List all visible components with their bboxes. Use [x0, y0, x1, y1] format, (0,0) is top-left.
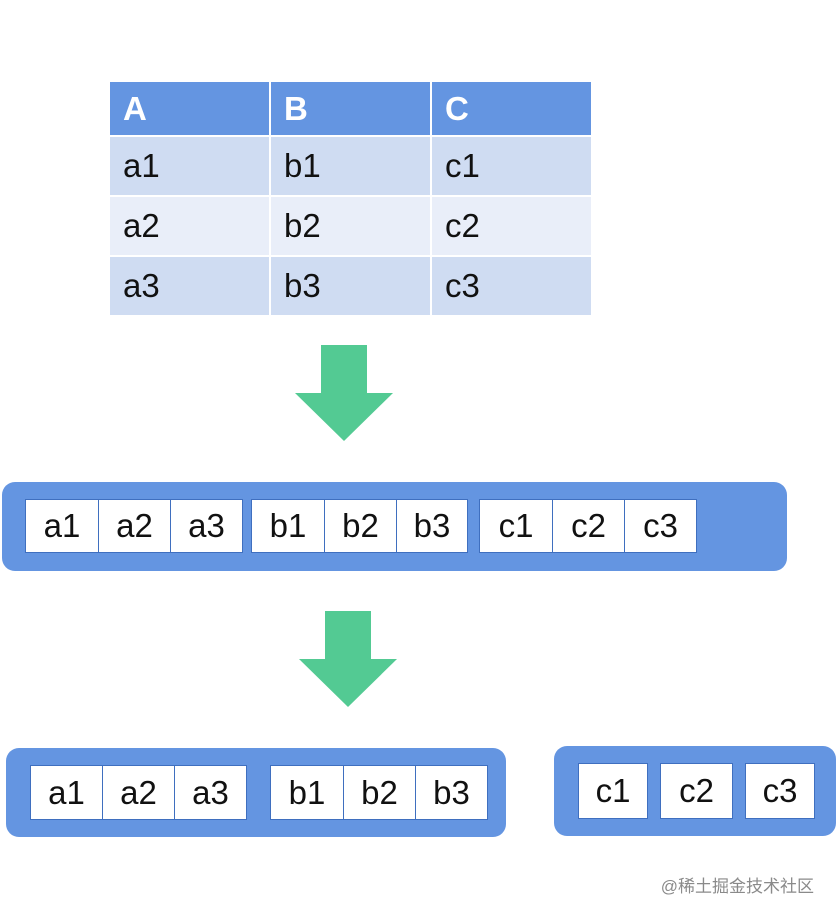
- value-cell: c1: [479, 499, 553, 553]
- table-cell: b1: [271, 137, 432, 197]
- table-cell: b2: [271, 197, 432, 257]
- value-cell: c2: [660, 763, 733, 819]
- value-cell: c2: [552, 499, 625, 553]
- value-cell: b1: [251, 499, 325, 553]
- value-cell: a1: [30, 765, 103, 820]
- table-header-cell: C: [432, 82, 593, 137]
- value-cell: b3: [415, 765, 488, 820]
- value-cell: c3: [624, 499, 697, 553]
- table-cell: b3: [271, 257, 432, 317]
- value-cell: a3: [174, 765, 247, 820]
- value-cell: c3: [745, 763, 815, 819]
- table-cell: a2: [110, 197, 271, 257]
- value-cell: b2: [343, 765, 416, 820]
- table-cell: a3: [110, 257, 271, 317]
- value-cell: a2: [102, 765, 175, 820]
- value-cell: c1: [578, 763, 648, 819]
- table-cell: c3: [432, 257, 593, 317]
- table-cell: c1: [432, 137, 593, 197]
- value-cell: a3: [170, 499, 243, 553]
- watermark-text: @稀土掘金技术社区: [660, 877, 814, 896]
- down-arrow-icon: [295, 345, 393, 441]
- source-table: A B C a1 b1 c1 a2 b2 c2 a3 b3 c3: [110, 82, 593, 317]
- value-cell: a2: [98, 499, 171, 553]
- value-cell: b1: [270, 765, 344, 820]
- table-cell: a1: [110, 137, 271, 197]
- table-header-cell: A: [110, 82, 271, 137]
- value-cell: b2: [324, 499, 397, 553]
- value-cell: b3: [396, 499, 468, 553]
- table-header-cell: B: [271, 82, 432, 137]
- down-arrow-icon: [299, 611, 397, 707]
- value-cell: a1: [25, 499, 99, 553]
- table-cell: c2: [432, 197, 593, 257]
